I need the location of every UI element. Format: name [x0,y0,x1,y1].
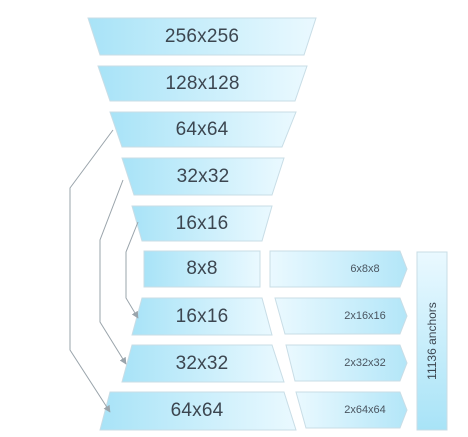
encoder-level-256 [87,17,317,56]
skip-connection-32 [99,179,127,365]
encoder-label-128: 128x128 [165,72,240,94]
anchor-box-32 [285,344,408,382]
anchor-label-8: 6x8x8 [350,263,380,275]
anchor-label-16: 2x16x16 [344,310,386,322]
decoder-level-64 [99,391,297,431]
anchor-box-8 [269,250,408,288]
decoder-label-16: 16x16 [175,305,229,327]
encoder-label-16: 16x16 [175,212,229,234]
encoder-level-128 [97,65,308,102]
decoder-level-32 [121,344,285,383]
decoder-label-64: 64x64 [170,400,224,421]
total-anchors-label: 11136 anchors [425,302,439,380]
encoder-label-256: 256x256 [164,25,240,47]
anchor-label-64: 2x64x64 [344,404,386,416]
total-anchors-label-box: 11136 anchors [412,252,452,430]
total-anchors-bar [416,251,448,431]
skip-connection-64 [69,129,114,413]
bottleneck-label: 8x8 [186,258,218,279]
encoder-level-64 [109,111,297,148]
anchor-label-32: 2x32x32 [344,357,386,369]
anchor-box-64 [295,391,408,429]
encoder-level-32 [121,157,285,196]
encoder-label-32: 32x32 [176,165,230,187]
skip-connection-16 [125,221,139,319]
decoder-level-16 [131,297,273,336]
anchor-box-16 [274,297,408,335]
bottleneck-level-8 [143,250,261,288]
decoder-label-32: 32x32 [175,352,229,374]
encoder-label-64: 64x64 [175,118,229,140]
encoder-level-16 [131,205,273,242]
